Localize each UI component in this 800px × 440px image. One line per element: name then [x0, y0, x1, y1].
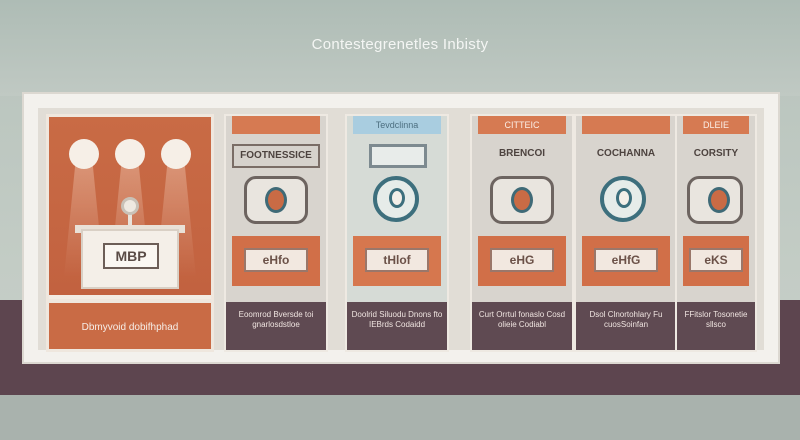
card-ticket-label: eHfo [244, 248, 308, 272]
spotlight-icon [161, 139, 191, 169]
stage-illustration: MBP [49, 117, 211, 295]
podium-icon: MBP [81, 229, 179, 289]
category-card[interactable]: CITTEIC BRENCOI eHG Curt Orrtul fonaslo … [470, 114, 574, 352]
category-card[interactable]: Tevdclinna tHlof Doolrid Siluodu Dnons f… [345, 114, 449, 352]
card-ticket-label: eHfG [594, 248, 658, 272]
podium-sign: MBP [103, 243, 159, 269]
card-tag [232, 116, 320, 134]
background-sky [0, 0, 800, 96]
card-description: Curt Orrtul fonaslo Cosd olieie Codiabl [472, 302, 572, 350]
card-description: Eoomrod Bversde toi gnarlosdstloe [226, 302, 326, 350]
microphone-icon [121, 197, 139, 215]
card-ticket: eHfo [232, 236, 320, 286]
card-tag: DLEIE [683, 116, 749, 134]
microphone-stand [128, 209, 132, 237]
card-badge-icon [687, 176, 743, 224]
spotlight-icon [69, 139, 99, 169]
card-badge-icon [373, 176, 419, 222]
card-name: COCHANNA [596, 148, 656, 159]
card-badge-icon [490, 176, 554, 224]
card-ticket-label: tHlof [365, 248, 429, 272]
card-name: CORSITY [693, 148, 739, 159]
category-card[interactable]: FOOTNESSICE eHfo Eoomrod Bversde toi gna… [224, 114, 328, 352]
card-name: FOOTNESSICE [232, 144, 320, 168]
card-tag [582, 116, 670, 134]
card-ticket: eHG [478, 236, 566, 286]
card-tag: Tevdclinna [353, 116, 441, 134]
card-description: Doolrid Siluodu Dnons fto IEBrds Codaidd [347, 302, 447, 350]
card-name [369, 144, 427, 168]
card-ticket: eKS [683, 236, 749, 286]
card-description: FFitslor Tosonetie sllsco [677, 302, 755, 350]
card-ticket-label: eKS [689, 248, 743, 272]
card-description: Dsol Clnortohlary Fu cuosSoinfan [576, 302, 676, 350]
card-badge-icon [600, 176, 646, 222]
main-panel[interactable]: MBP Dbmyvoid dobifhphad [46, 114, 214, 352]
page-title: Contestegrenetles Inbisty [311, 36, 489, 53]
category-card[interactable]: COCHANNA eHfG Dsol Clnortohlary Fu cuosS… [574, 114, 678, 352]
main-panel-caption: Dbmyvoid dobifhphad [49, 299, 211, 349]
card-name: BRENCOI [498, 148, 546, 159]
card-tag: CITTEIC [478, 116, 566, 134]
card-ticket: tHlof [353, 236, 441, 286]
spotlight-icon [115, 139, 145, 169]
card-ticket: eHfG [582, 236, 670, 286]
category-card[interactable]: DLEIE CORSITY eKS FFitslor Tosonetie sll… [675, 114, 757, 352]
card-badge-icon [244, 176, 308, 224]
background-floor [0, 395, 800, 440]
card-ticket-label: eHG [490, 248, 554, 272]
